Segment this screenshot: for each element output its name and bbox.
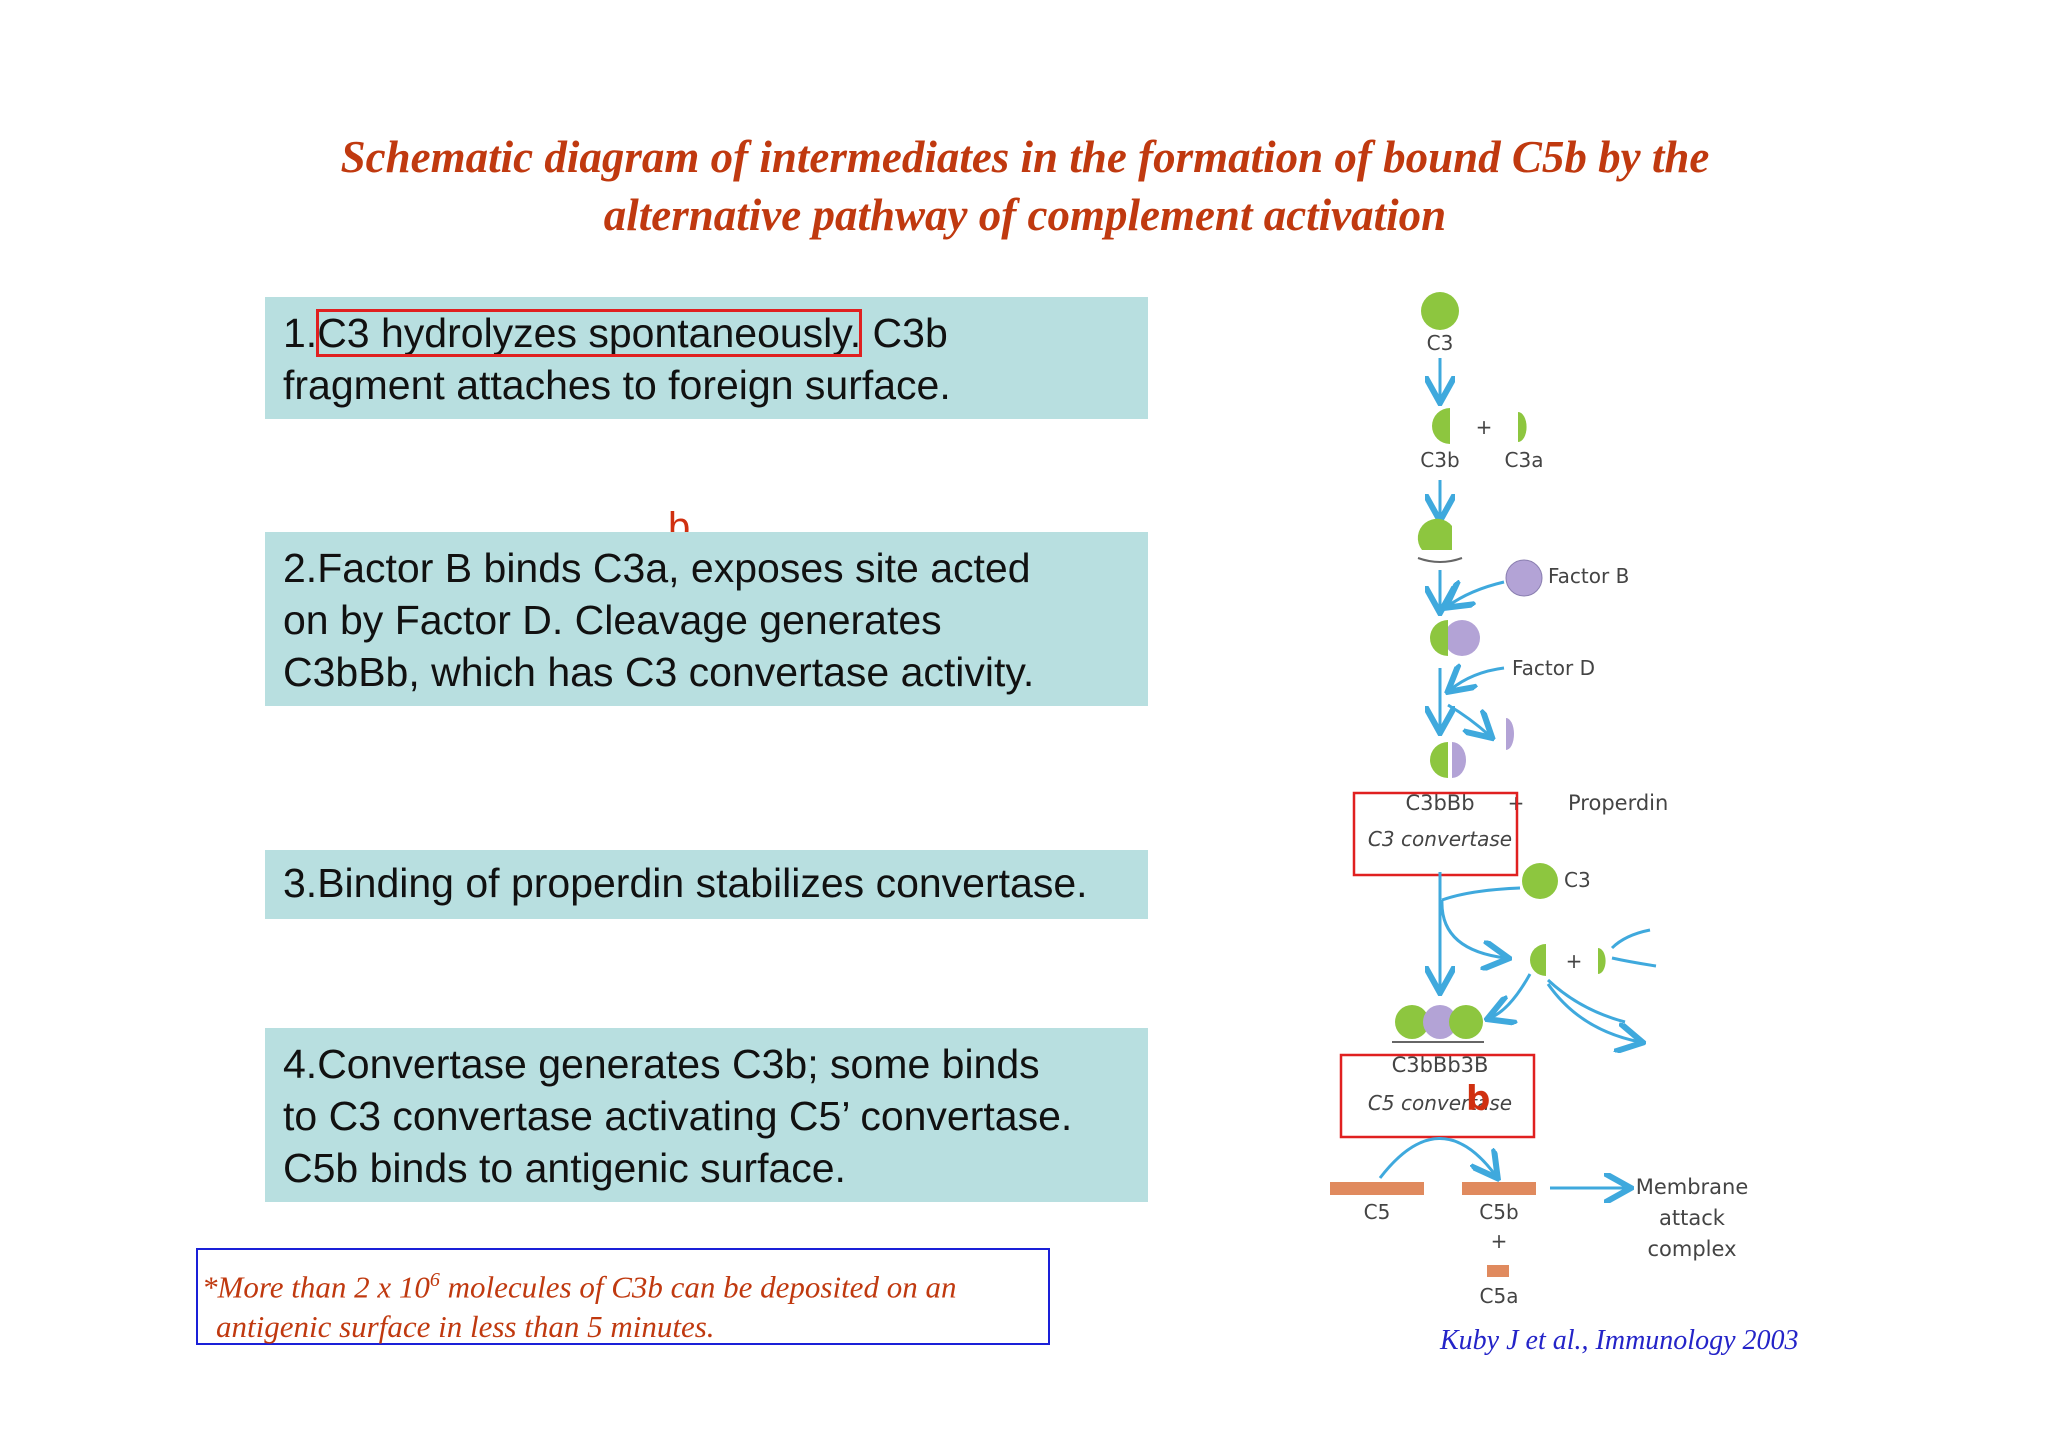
c3b-new-icon: [1530, 944, 1546, 976]
step-4-line-3: C5b binds to antigenic surface.: [283, 1145, 846, 1191]
c3bbb3b-green-1-icon: [1395, 1005, 1429, 1039]
step-2-line-2: on by Factor D. Cleavage generates: [283, 597, 942, 643]
label-c3bbb: C3bBb: [1405, 791, 1474, 815]
step-4-line-1: 4.Convertase generates C3b; some binds: [283, 1041, 1040, 1087]
c3bbb3b-green-2-icon: [1449, 1005, 1483, 1039]
label-c5: C5: [1364, 1200, 1391, 1224]
c3bbb-purple-icon: [1452, 742, 1466, 778]
slide-title: Schematic diagram of intermediates in th…: [200, 128, 1850, 244]
surface-curve: [1417, 557, 1463, 563]
c3a-new-icon: [1598, 948, 1606, 974]
c3bbb3b-purple-icon: [1423, 1005, 1457, 1039]
label-c3a: C3a: [1505, 448, 1544, 472]
c3-convertase-highlight-box: [1352, 791, 1519, 877]
arrow-c5-cleavage: [1378, 1137, 1496, 1178]
label-c3b: C3b: [1420, 448, 1459, 472]
arrow-ba-release: [1447, 703, 1490, 736]
c3bb-green-icon: [1430, 620, 1448, 656]
c5-icon: [1330, 1182, 1424, 1195]
label-c3-top: C3: [1427, 331, 1454, 355]
step-1-line-2: fragment attaches to foreign surface.: [283, 362, 951, 408]
annotation-b-2: b: [1466, 1079, 1490, 1119]
label-c3-convertase: C3 convertase: [1368, 827, 1512, 851]
step-4-line-2: to C3 convertase activating C5’ converta…: [283, 1093, 1073, 1139]
label-properdin: Properdin: [1568, 791, 1668, 815]
footnote-box: *More than 2 x 106 molecules of C3b can …: [196, 1248, 1050, 1345]
label-mac-2: attack: [1659, 1206, 1726, 1230]
label-c3bbb3b: C3bBb3B: [1392, 1053, 1489, 1077]
step-1-box: 1.C3 hydrolyzes spontaneously. C3b fragm…: [265, 297, 1148, 419]
factor-b-icon: [1505, 559, 1543, 597]
title-line-1: Schematic diagram of intermediates in th…: [340, 132, 1710, 182]
citation: Kuby J et al., Immunology 2003: [1440, 1325, 1799, 1356]
step-3-line-1: 3.Binding of properdin stabilizes conver…: [283, 860, 1088, 906]
c3b-fragment-icon: [1432, 408, 1450, 444]
highlight-box: C3 hydrolyzes spontaneously.: [316, 309, 863, 357]
footnote-line-2: antigenic surface in less than 5 minutes…: [216, 1309, 715, 1345]
label-mac-1: Membrane: [1636, 1175, 1749, 1199]
c5b-icon: [1462, 1182, 1536, 1195]
arrows-c3b-spread: [1546, 928, 1656, 1042]
c3bb-purple-icon: [1444, 620, 1480, 656]
plus-3: +: [1566, 949, 1583, 973]
c5-convertase-highlight-box: [1339, 1053, 1536, 1139]
c3a-fragment-icon: [1518, 412, 1527, 442]
arrow-c3-cleavage: [1440, 886, 1520, 958]
label-factor-b: Factor B: [1548, 564, 1629, 588]
step-3-box: 3.Binding of properdin stabilizes conver…: [265, 850, 1148, 919]
label-c5-convertase: C5 convertase: [1368, 1091, 1512, 1115]
plus-1: +: [1476, 415, 1493, 439]
step-4-box: 4.Convertase generates C3b; some binds t…: [265, 1028, 1148, 1202]
label-factor-d: Factor D: [1512, 656, 1595, 680]
c3-mid-icon: [1522, 863, 1558, 899]
c3-molecule-icon: [1421, 292, 1459, 330]
c5a-icon: [1487, 1265, 1509, 1277]
arrow-factor-b: [1448, 582, 1505, 606]
label-c5b: C5b: [1479, 1200, 1518, 1224]
step-2-line-1: 2.Factor B binds C3a, exposes site acted: [283, 545, 1031, 591]
label-c5a: C5a: [1480, 1284, 1519, 1308]
arrow-factor-d: [1450, 668, 1505, 690]
c3bbb-green-icon: [1430, 742, 1448, 778]
label-c3-mid: C3: [1564, 868, 1591, 892]
label-mac-3: complex: [1648, 1237, 1737, 1261]
ba-fragment-icon: [1506, 718, 1514, 750]
title-line-2: alternative pathway of complement activa…: [603, 190, 1447, 240]
step-2-box: 2.Factor B binds C3a, exposes site acted…: [265, 532, 1148, 706]
bound-c3b-icon: [1417, 518, 1452, 550]
step-2-line-3: C3bBb, which has C3 convertase activity.: [283, 649, 1035, 695]
plus-4: +: [1491, 1229, 1508, 1253]
footnote-line-1: *More than 2 x 106 molecules of C3b can …: [202, 1269, 957, 1305]
arrow-c3b-to-complex: [1490, 973, 1532, 1018]
step-1-line-1: 1.C3 hydrolyzes spontaneously. C3b: [283, 309, 948, 357]
